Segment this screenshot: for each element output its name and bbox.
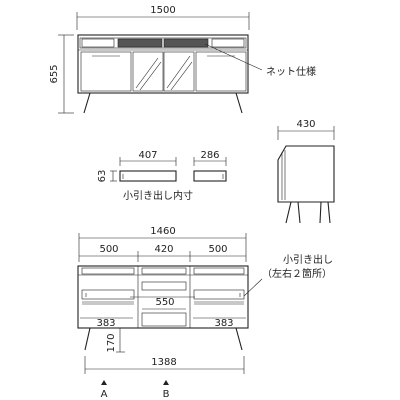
bottom-span-dimension: 1388 xyxy=(84,356,245,374)
net-panel-right xyxy=(163,38,209,48)
side-view: 430 xyxy=(277,119,335,224)
side-drawer-left-label: 383 xyxy=(96,318,115,329)
drawer-height-dimension: 63 xyxy=(97,170,117,183)
marker-a-label: A xyxy=(101,389,108,400)
front-width-dimension: 1500 xyxy=(76,5,250,30)
side-depth-label: 430 xyxy=(296,119,315,130)
front-height-label: 655 xyxy=(49,64,60,83)
net-callout: ネット仕様 xyxy=(204,43,316,78)
side-drawer-right-label: 383 xyxy=(214,318,233,329)
side-depth-dimension: 430 xyxy=(277,119,335,140)
front-cabinet xyxy=(77,34,249,114)
drawer-small-width-label: 286 xyxy=(200,150,219,161)
marker-a-arrow-icon xyxy=(101,380,107,385)
interior-total-label: 1460 xyxy=(150,226,175,237)
front-height-dimension: 655 xyxy=(49,34,74,114)
marker-b-label: B xyxy=(163,389,170,400)
side-drawer-dimensions: 383 383 xyxy=(80,317,246,329)
drawer-inner-caption: 小引き出し内寸 xyxy=(123,189,193,202)
center-drawer-dimension: 550 xyxy=(130,296,195,308)
drawer-main: 407 xyxy=(119,150,177,182)
side-cabinet xyxy=(277,145,335,224)
front-width-label: 1500 xyxy=(150,5,175,16)
section-right-label: 500 xyxy=(208,244,227,255)
net-callout-label: ネット仕様 xyxy=(266,65,316,78)
interior-cabinet xyxy=(77,265,249,351)
net-panel-left xyxy=(117,38,163,48)
position-markers: A B xyxy=(101,380,170,400)
drawer-height-label: 63 xyxy=(97,170,108,183)
marker-b-arrow-icon xyxy=(163,380,169,385)
section-center-label: 420 xyxy=(154,244,173,255)
interior-total-dimension: 1460 xyxy=(78,226,247,262)
leg-clearance-label: 170 xyxy=(106,333,117,352)
interior-section-dimensions: 500 420 500 xyxy=(79,244,246,262)
leg-clearance-dimension: 170 xyxy=(106,328,125,353)
drawer-main-width-label: 407 xyxy=(138,150,157,161)
section-left-label: 500 xyxy=(99,244,118,255)
interior-view: 1460 500 420 500 xyxy=(77,226,333,374)
marker-b: B xyxy=(163,380,170,400)
bottom-span-label: 1388 xyxy=(151,357,176,368)
small-drawer-callout: 小引き出し （左右２箇所） xyxy=(243,253,333,297)
drawer-inner-view: 407 286 63 小引き出し内寸 xyxy=(97,150,227,202)
small-drawer-callout-line1: 小引き出し xyxy=(283,253,333,266)
front-view: 1500 655 xyxy=(49,5,316,114)
small-drawer-callout-line2: （左右２箇所） xyxy=(262,267,332,280)
center-drawer-width-label: 550 xyxy=(155,297,174,308)
marker-a: A xyxy=(101,380,108,400)
drawer-small: 286 xyxy=(193,150,227,182)
